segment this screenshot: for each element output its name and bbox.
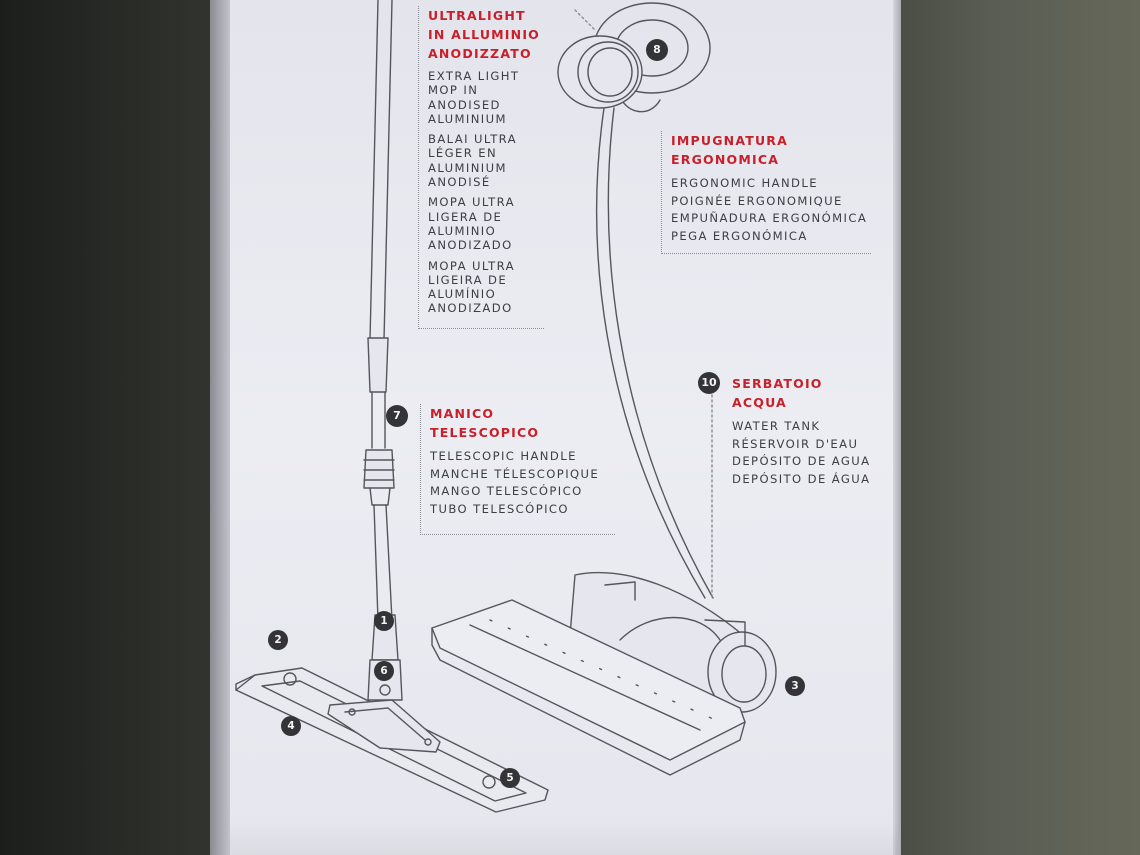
badge-10: 10 bbox=[698, 372, 720, 394]
badge-5: 5 bbox=[500, 768, 520, 788]
badge-3: 3 bbox=[785, 676, 805, 696]
handle-heading: IMPUGNATURA ERGONOMICA bbox=[671, 133, 789, 167]
dark-wall-left bbox=[0, 0, 225, 855]
handle-en: ERGONOMIC HANDLE bbox=[671, 176, 818, 190]
telescopic-heading: MANICO TELESCOPICO bbox=[430, 406, 540, 440]
tank-en: WATER TANK bbox=[732, 419, 821, 433]
wall-right bbox=[895, 0, 1140, 855]
badge-4: 4 bbox=[281, 716, 301, 736]
feature-handle: IMPUGNATURA ERGONOMICA ERGONOMIC HANDLE … bbox=[661, 131, 871, 254]
handle-es: EMPUÑADURA ERGONÓMICA bbox=[671, 211, 868, 226]
aluminium-fr: BALAI ULTRA LÉGER EN ALUMINIUM ANODISÉ bbox=[428, 132, 517, 190]
box-right-edge bbox=[893, 0, 901, 855]
tank-pt: DEPÓSITO DE ÁGUA bbox=[732, 471, 871, 486]
tank-heading: SERBATOIO ACQUA bbox=[732, 376, 823, 410]
feature-telescopic: MANICO TELESCOPICO TELESCOPIC HANDLE MAN… bbox=[420, 404, 615, 535]
telescopic-pt: TUBO TELESCÓPICO bbox=[430, 501, 569, 516]
tank-es: DEPÓSITO DE AGUA bbox=[732, 454, 871, 469]
upper-pole bbox=[369, 0, 393, 341]
handle-arm bbox=[596, 107, 706, 599]
badge-2: 2 bbox=[268, 630, 288, 650]
aluminium-en: EXTRA LIGHT MOP IN ANODISED ALUMINIUM bbox=[428, 69, 520, 126]
handle-pt: PEGA ERGONÓMICA bbox=[671, 228, 808, 243]
aluminium-es: MOPA ULTRA LIGERA DE ALUMINIO ANODIZADO bbox=[428, 195, 515, 253]
box-side-edge bbox=[210, 0, 232, 855]
aluminium-pt: MOPA ULTRA LIGEIRA DE ALUMÍNIO ANODIZADO bbox=[428, 258, 515, 316]
badge-6: 6 bbox=[374, 661, 394, 681]
box-bottom-shade bbox=[230, 820, 898, 855]
badge-8: 8 bbox=[646, 39, 668, 61]
tank-fr: RÉSERVOIR D'EAU bbox=[732, 436, 859, 451]
aluminium-heading: ULTRALIGHT IN ALLUMINIO ANODIZZATO bbox=[428, 8, 541, 61]
badge-7: 7 bbox=[386, 405, 408, 427]
telescopic-en: TELESCOPIC HANDLE bbox=[430, 449, 577, 463]
badge-1: 1 bbox=[374, 611, 394, 631]
telescopic-fr: MANCHE TÉLESCOPIQUE bbox=[430, 466, 600, 481]
handle-fr: POIGNÉE ERGONOMIQUE bbox=[671, 193, 843, 208]
feature-aluminium: ULTRALIGHT IN ALLUMINIO ANODIZZATO EXTRA… bbox=[418, 6, 544, 329]
feature-water-tank: SERBATOIO ACQUA WATER TANK RÉSERVOIR D'E… bbox=[732, 374, 882, 494]
telescopic-es: MANGO TELESCÓPICO bbox=[430, 484, 583, 499]
